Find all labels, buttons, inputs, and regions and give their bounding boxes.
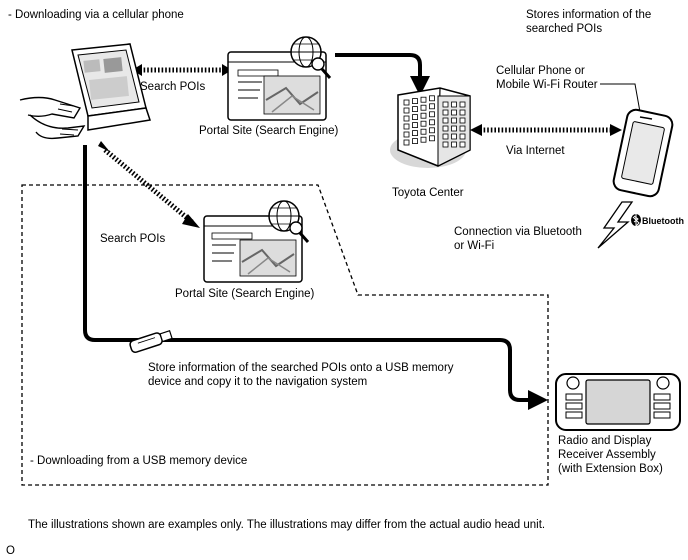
stores-info-label: Stores information of the searched POIs	[526, 9, 652, 35]
building-window	[420, 136, 427, 143]
store-info-label: Store information of the searched POIs o…	[148, 362, 454, 388]
building-window	[403, 99, 410, 106]
building-window	[442, 141, 449, 148]
building-window	[420, 104, 427, 111]
portal-site-icon-top	[227, 51, 327, 121]
laptop-icon	[19, 43, 151, 140]
usb-memory-icon	[129, 330, 173, 353]
building-window	[412, 114, 418, 120]
building-window	[412, 106, 418, 112]
wireless-link-top	[132, 64, 232, 76]
building-window	[412, 138, 418, 145]
globe-search-icon-bottom	[268, 200, 310, 243]
building-window	[429, 95, 435, 102]
building-window	[451, 141, 457, 148]
cellular-phone-label: Cellular Phone or Mobile Wi-Fi Router	[496, 65, 598, 91]
building-window	[459, 141, 466, 148]
building-window	[451, 117, 457, 124]
building-window	[442, 101, 449, 108]
building-window	[442, 109, 449, 116]
radio-receiver-label: Radio and Display Receiver Assembly (wit…	[558, 435, 663, 475]
building-window	[403, 107, 410, 114]
building-window	[403, 131, 410, 138]
figure-id: O	[6, 545, 15, 557]
search-pois-label-top: Search POIs	[140, 81, 206, 93]
building-window	[429, 135, 435, 142]
building-window	[459, 117, 466, 124]
building-window	[459, 101, 466, 108]
building-window	[451, 109, 457, 116]
building-window	[451, 125, 457, 132]
building-window	[451, 101, 457, 108]
connection-label: Connection via Bluetooth or Wi-Fi	[454, 226, 582, 252]
building-window	[429, 127, 435, 134]
wireless-signal-icon	[597, 201, 634, 249]
building-window	[429, 103, 435, 110]
bluetooth-brand-text: Bluetooth	[642, 216, 684, 226]
portal-site-icon-bottom	[203, 215, 303, 283]
building-window	[442, 117, 449, 124]
footnote: The illustrations shown are examples onl…	[28, 519, 546, 531]
globe-search-icon-top	[290, 36, 332, 79]
bluetooth-logo-icon: Bluetooth	[631, 214, 684, 228]
cellular-phone-icon	[612, 108, 674, 198]
wireless-link-bottom	[98, 141, 200, 228]
building-window	[459, 133, 466, 140]
building-window	[420, 112, 427, 119]
building-window	[412, 130, 418, 137]
search-pois-label-bottom: Search POIs	[100, 233, 166, 245]
building-window	[429, 119, 435, 126]
building-window	[442, 125, 449, 132]
radio-display-receiver-icon	[555, 373, 681, 431]
building-window	[459, 125, 466, 132]
building-window	[412, 98, 418, 104]
building-window	[442, 133, 449, 140]
building-window	[403, 115, 410, 122]
building-window	[420, 120, 427, 127]
via-internet-label: Via Internet	[506, 145, 565, 157]
portal-site-label-bottom: Portal Site (Search Engine)	[175, 288, 315, 300]
building-window	[459, 109, 466, 116]
building-window	[412, 122, 418, 128]
building-window	[451, 133, 457, 140]
usb-region-boundary	[21, 184, 549, 486]
phone-leader-line	[600, 83, 641, 113]
building-window	[403, 139, 410, 146]
building-window	[403, 123, 410, 130]
heading-cellular: - Downloading via a cellular phone	[8, 9, 184, 21]
toyota-center-windows	[403, 95, 466, 148]
usb-transfer-path	[83, 145, 548, 410]
toyota-center-label: Toyota Center	[392, 187, 464, 199]
building-window	[420, 128, 427, 135]
portal-site-label-top: Portal Site (Search Engine)	[199, 125, 339, 137]
building-window	[420, 96, 427, 103]
building-window	[429, 111, 435, 118]
portal-to-toyota-path	[335, 53, 430, 96]
heading-usb: - Downloading from a USB memory device	[30, 455, 248, 467]
internet-link	[470, 124, 622, 136]
